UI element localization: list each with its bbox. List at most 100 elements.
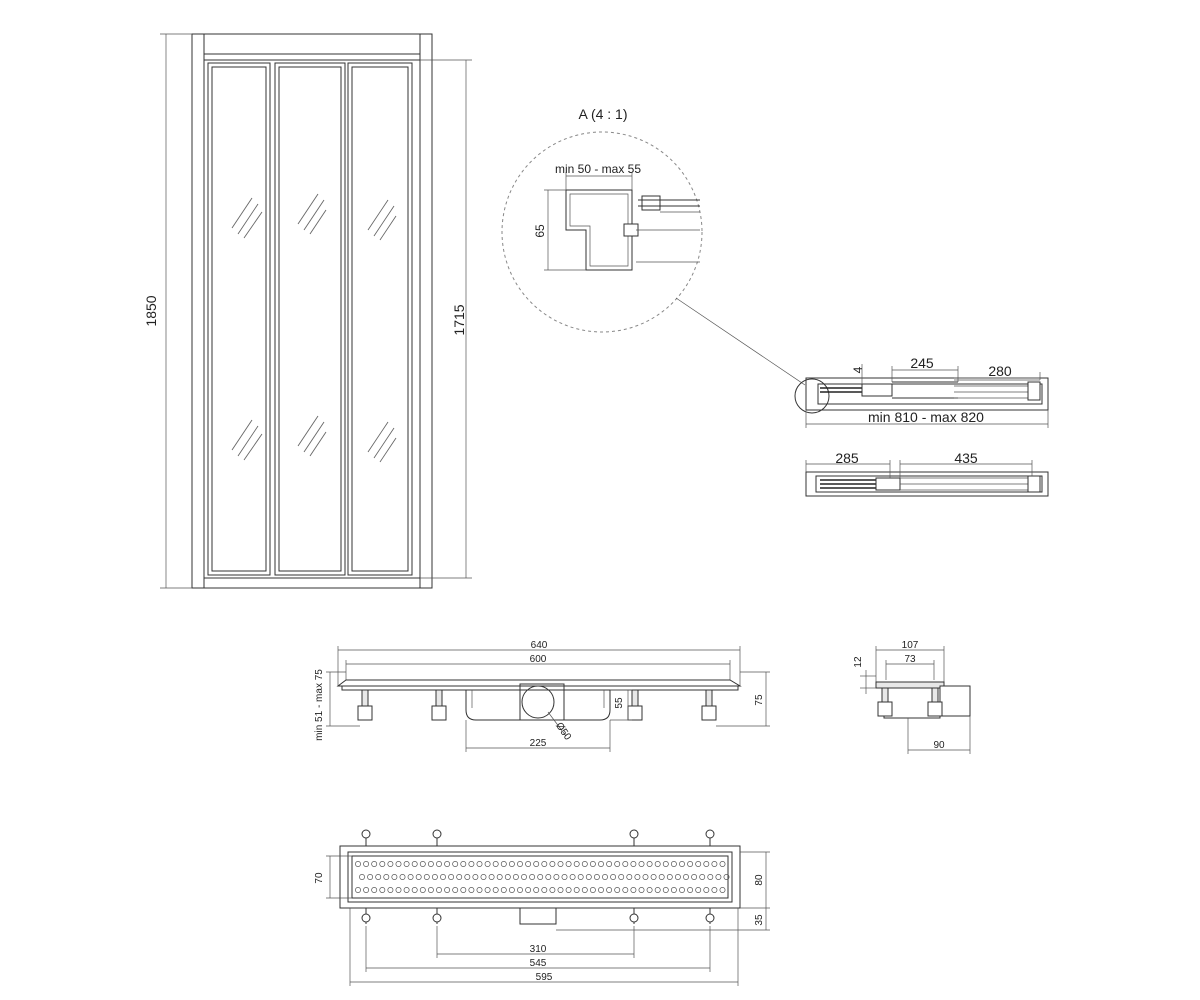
dim-end-107: 107 <box>902 640 919 651</box>
grate-hole <box>723 874 730 880</box>
grate-hole <box>440 874 446 880</box>
dim-top-545: 545 <box>530 958 547 969</box>
grate-hole <box>589 861 596 867</box>
lug-hole <box>629 829 639 839</box>
grate-hole <box>581 887 588 893</box>
grate-hole <box>517 861 523 867</box>
grate-hole <box>654 887 661 893</box>
dim-plan-width: min 810 - max 820 <box>868 409 984 425</box>
grate-hole <box>650 874 657 880</box>
grate-hole <box>383 874 390 880</box>
grate-hole <box>711 887 718 893</box>
grate-hole <box>533 861 540 867</box>
grate-hole <box>561 874 568 880</box>
grate-hole <box>553 874 560 880</box>
grate-hole <box>589 887 596 893</box>
grate-hole <box>395 887 402 893</box>
dim-top-595: 595 <box>536 972 553 983</box>
grate-hole <box>476 861 483 867</box>
grate-hole <box>456 874 463 880</box>
grate-hole <box>606 861 613 867</box>
dim-drain-75: 75 <box>754 694 765 706</box>
grate-hole <box>371 861 378 867</box>
grate-hole <box>549 887 556 893</box>
dim-open-285: 285 <box>835 450 859 466</box>
grate-hole <box>654 861 661 867</box>
grate-hole <box>549 861 556 867</box>
grate-hole <box>525 887 532 893</box>
door-panel-right <box>347 62 413 576</box>
grate-hole <box>415 874 422 880</box>
grate-hole <box>541 887 548 893</box>
grate-hole <box>431 874 438 880</box>
plan-view-closed: 4 245 280 min 810 - max 820 <box>794 355 1049 428</box>
grate-hole <box>630 887 637 893</box>
grate-hole <box>695 861 702 867</box>
grate-hole <box>504 874 511 880</box>
grate-hole <box>444 887 451 893</box>
grate-hole <box>492 861 499 867</box>
grate-hole <box>379 861 386 867</box>
grate-hole <box>598 887 604 893</box>
grate-hole <box>662 861 669 867</box>
dim-drain-600: 600 <box>530 654 547 665</box>
grate-hole <box>646 861 653 867</box>
grate-hole <box>703 887 710 893</box>
grate-hole <box>557 887 564 893</box>
grate-hole <box>492 887 499 893</box>
grate-hole <box>525 861 532 867</box>
outlet-circle <box>521 685 555 719</box>
grate-hole <box>464 874 471 880</box>
door-inner-frame <box>203 33 421 589</box>
grate-hole <box>703 861 710 867</box>
grate-hole <box>557 861 564 867</box>
grate-hole <box>674 874 681 880</box>
grate-hole <box>719 887 726 893</box>
adjustable-legs <box>357 689 717 721</box>
grate-hole <box>496 874 503 880</box>
grate-hole <box>419 861 426 867</box>
grate-hole <box>512 874 519 880</box>
plan-view-open: 285 435 <box>805 450 1049 497</box>
grate-hole <box>679 887 685 893</box>
grate-hole <box>585 874 592 880</box>
dim-top-310: 310 <box>530 944 547 955</box>
dim-end-12: 12 <box>853 656 864 668</box>
detail-a-view: A (4 : 1) min 50 - max 55 65 <box>501 106 806 386</box>
grate-hole <box>460 887 467 893</box>
lug-hole <box>705 913 715 923</box>
grate-hole <box>411 887 418 893</box>
door-outer-frame <box>191 33 433 589</box>
wall-profile <box>565 189 633 271</box>
grate-hole <box>711 861 718 867</box>
grate-hole <box>355 887 361 893</box>
grate-hole <box>480 874 487 880</box>
grate-hole <box>371 887 378 893</box>
grate-hole <box>598 861 604 867</box>
dim-plan-4: 4 <box>851 366 865 373</box>
grate-hole <box>363 861 370 867</box>
grate-hole <box>541 861 548 867</box>
grate-hole <box>687 887 694 893</box>
grate-hole <box>476 887 483 893</box>
grate-hole <box>391 874 398 880</box>
door-front-view: 1850 1715 <box>143 33 472 589</box>
grate-hole <box>521 874 527 880</box>
grate-holes <box>355 861 730 893</box>
grate-hole <box>642 874 649 880</box>
grate-hole <box>517 887 523 893</box>
dim-end-90: 90 <box>933 740 945 751</box>
grate-hole <box>699 874 706 880</box>
dim-drain-225: 225 <box>530 738 547 749</box>
dim-plan-280: 280 <box>988 363 1012 379</box>
grate-hole <box>395 861 402 867</box>
dim-detail-width: min 50 - max 55 <box>555 162 641 176</box>
grate-hole <box>448 874 455 880</box>
grate-hole <box>363 887 370 893</box>
lug-hole <box>361 913 371 923</box>
grate-hole <box>679 861 685 867</box>
grate-hole <box>670 861 677 867</box>
detail-a-marker <box>794 378 830 414</box>
grate-hole <box>715 874 722 880</box>
door-panel-middle <box>274 62 346 576</box>
